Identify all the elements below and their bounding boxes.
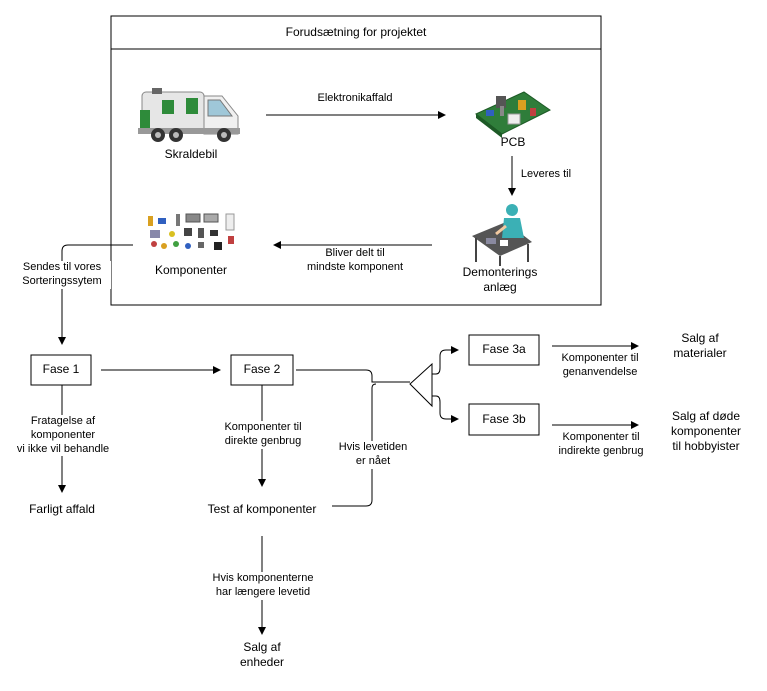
dismantling-plant-label: Demonterings anlæg xyxy=(462,265,538,294)
edge-label-removal: Fratagelse af komponenter vi ikke vil be… xyxy=(10,415,116,457)
edge-label-direct-reuse: Komponenter til direkte genbrug xyxy=(216,421,310,449)
pcb-icon xyxy=(475,91,551,138)
edge-label-recycling: Komponenter til genanvendelse xyxy=(561,352,639,378)
sale-dead-components-label: Salg af døde komponenter til hobbyister xyxy=(670,409,742,453)
edge-splitter-to-phase3a xyxy=(432,346,459,375)
garbage-truck-label: Skraldebil xyxy=(164,147,218,161)
components-label: Komponenter xyxy=(154,263,228,277)
phase2-label: Fase 2 xyxy=(243,362,281,376)
edge-label-end-of-life: Hvis levetiden er nået xyxy=(334,441,412,469)
pcb-label: PCB xyxy=(500,135,526,149)
edge-label-split: Bliver delt til mindste komponent xyxy=(307,247,403,273)
edge-label-longer-life: Hvis komponenterne har længere levetid xyxy=(204,572,322,600)
edge-label-delivered: Leveres til xyxy=(520,168,572,180)
prerequisites-container xyxy=(110,15,602,306)
garbage-truck-icon xyxy=(138,88,240,142)
edge-components-to-phase1 xyxy=(58,244,133,345)
phase1-label: Fase 1 xyxy=(42,362,80,376)
phase3a-box xyxy=(468,334,540,366)
edge-splitter-to-phase3b xyxy=(432,395,459,423)
dismantling-worker-icon xyxy=(472,204,532,266)
phase2-box xyxy=(230,354,294,386)
sale-units-label: Salg af enheder xyxy=(239,640,285,669)
hazardous-waste-label: Farligt affald xyxy=(29,502,95,516)
sale-materials-label: Salg af materialer xyxy=(673,331,727,360)
edge-label-electronic-waste: Elektronikaffald xyxy=(317,92,393,104)
phase3a-label: Fase 3a xyxy=(482,342,526,356)
edge-label-sorting: Sendes til vores Sorteringssytem xyxy=(13,261,111,289)
phase3b-box xyxy=(468,403,540,436)
component-test-label: Test af komponenter xyxy=(207,502,317,516)
phase1-box xyxy=(30,354,92,386)
edge-test-to-splitter xyxy=(332,383,377,507)
edge-phase2-to-splitter xyxy=(296,369,410,383)
splitter-symbol xyxy=(409,362,433,408)
prerequisites-title: Forudsætning for projektet xyxy=(285,25,427,39)
components-icon xyxy=(148,213,235,250)
phase3b-label: Fase 3b xyxy=(482,412,526,426)
edge-label-indirect-reuse: Komponenter til indirekte genbrug xyxy=(558,431,644,457)
